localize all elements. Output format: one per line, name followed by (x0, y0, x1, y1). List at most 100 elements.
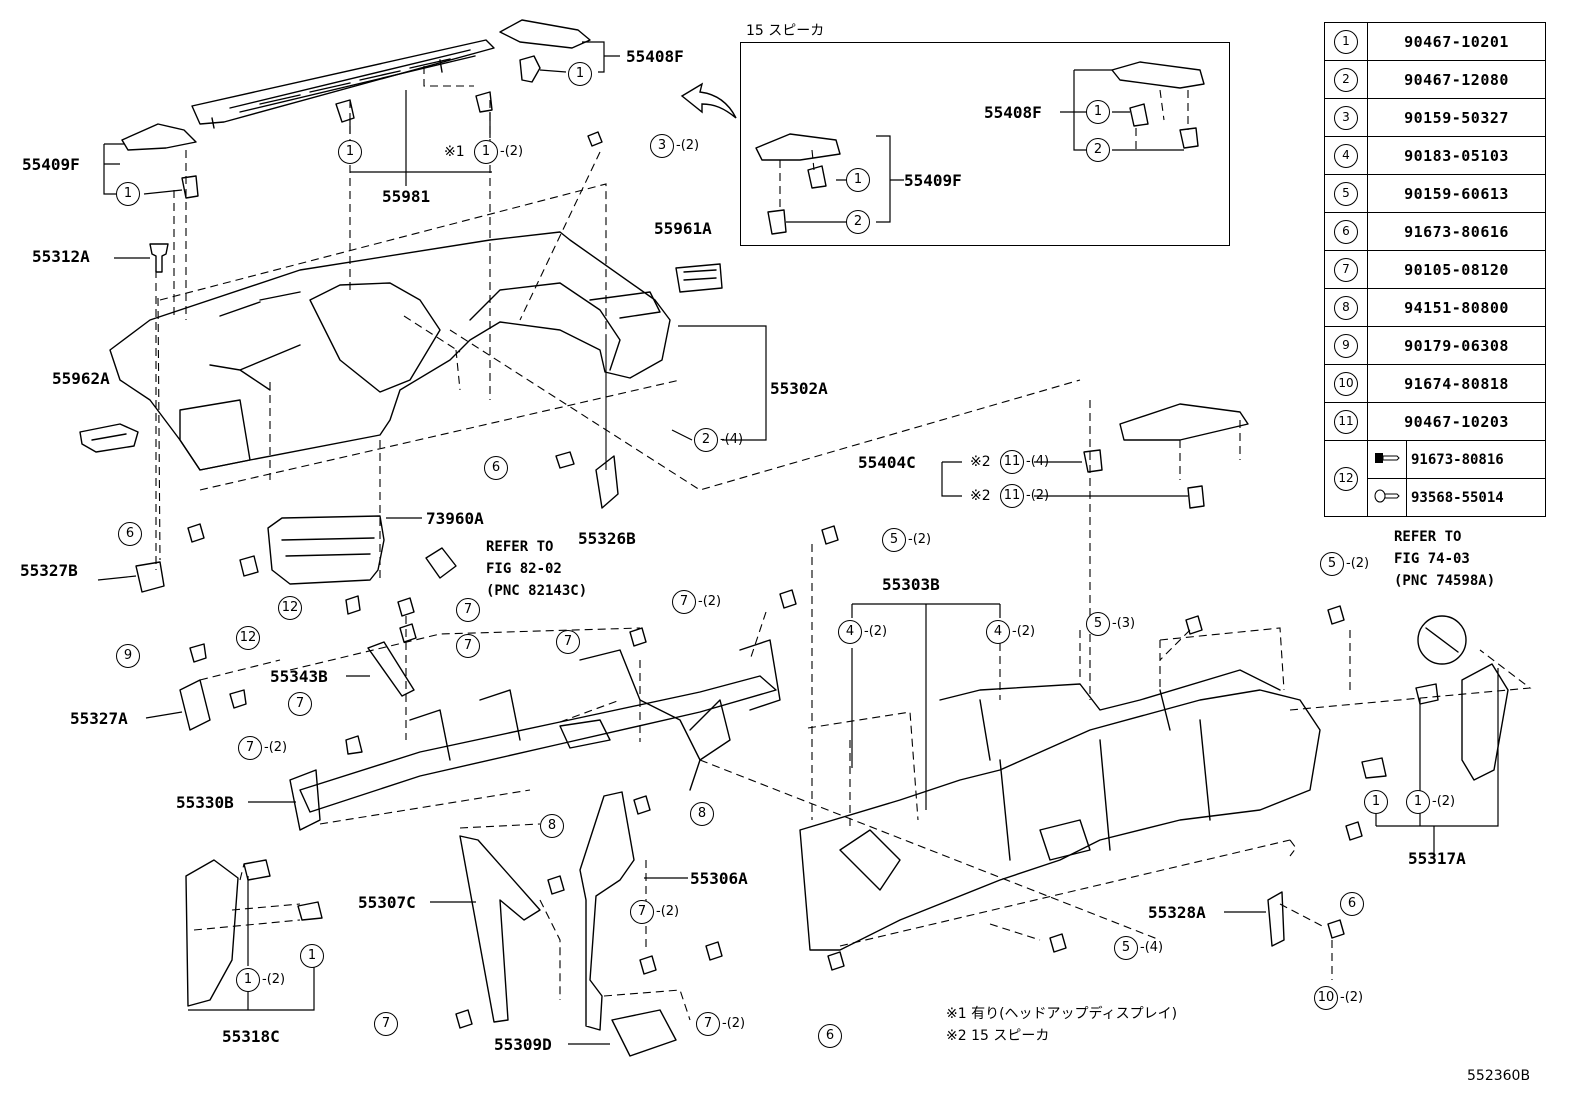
callout-circle[interactable]: 1 (1406, 790, 1430, 814)
part-number[interactable]: 90105-08120 (1367, 250, 1546, 289)
quantity-label: -(2) (656, 904, 680, 919)
callout-circle[interactable]: 5 (882, 528, 906, 552)
callout-circle[interactable]: 1 (116, 182, 140, 206)
callout-circle[interactable]: 1 (236, 968, 260, 992)
callout-circle[interactable]: 8 (690, 802, 714, 826)
callout-circle[interactable]: 7 (374, 1012, 398, 1036)
screw-icon (1367, 440, 1407, 479)
part-label-55961a[interactable]: 55961A (654, 219, 712, 238)
part-label-55962a[interactable]: 55962A (52, 369, 110, 388)
part-number[interactable]: 91673-80616 (1367, 212, 1546, 251)
callout-circle[interactable]: 4 (986, 620, 1010, 644)
callout-circle[interactable]: 6 (484, 456, 508, 480)
quantity-label: -(2) (908, 532, 932, 547)
quantity-label: -(2) (262, 972, 286, 987)
part-label-55309d[interactable]: 55309D (494, 1035, 552, 1054)
callout-circle[interactable]: 7 (456, 598, 480, 622)
inset-part-label-55409f[interactable]: 55409F (904, 171, 962, 190)
parts-table-ref: 12 (1324, 440, 1368, 517)
callout-circle[interactable]: 11 (1000, 484, 1024, 508)
callout-circle[interactable]: 1 (1086, 100, 1110, 124)
callout-circle[interactable]: 5 (1086, 612, 1110, 636)
part-number[interactable]: 93568-55014 (1406, 478, 1546, 517)
callout-circle[interactable]: 11 (1000, 450, 1024, 474)
part-label-55326b[interactable]: 55326B (578, 529, 636, 548)
parts-table-row: 9 90179-06308 (1324, 326, 1546, 365)
part-number[interactable]: 90179-06308 (1367, 326, 1546, 365)
callout-circle[interactable]: 2 (846, 210, 870, 234)
part-label-55303b[interactable]: 55303B (882, 575, 940, 594)
quantity-label: -(3) (1112, 616, 1136, 631)
part-number[interactable]: 91674-80818 (1367, 364, 1546, 403)
part-label-55302a[interactable]: 55302A (770, 379, 828, 398)
footnote-1: ※1 有り(ヘッドアップディスプレイ) (946, 1006, 1178, 1022)
quantity-label: -(2) (1432, 794, 1456, 809)
part-number[interactable]: 91673-80816 (1406, 440, 1546, 479)
part-label-55330b[interactable]: 55330B (176, 793, 234, 812)
callout-circle[interactable]: 3 (650, 134, 674, 158)
parts-table-ref: 1 (1324, 22, 1368, 61)
callout-circle[interactable]: 1 (568, 62, 592, 86)
part-number[interactable]: 90159-50327 (1367, 98, 1546, 137)
part-number[interactable]: 90467-10203 (1367, 402, 1546, 441)
callout-circle[interactable]: 8 (540, 814, 564, 838)
cover-55409f (121, 123, 199, 199)
part-label-55327b[interactable]: 55327B (20, 561, 78, 580)
callout-circle[interactable]: 9 (116, 644, 140, 668)
bolts (187, 451, 1363, 1029)
quantity-label: -(4) (720, 432, 744, 447)
ref-number-circle: 3 (1334, 105, 1358, 130)
part-number[interactable]: 90467-10201 (1367, 22, 1546, 61)
part-label-55306a[interactable]: 55306A (690, 869, 748, 888)
part-label-55409f[interactable]: 55409F (22, 155, 80, 174)
part-label-55318c[interactable]: 55318C (222, 1027, 280, 1046)
callout-circle[interactable]: 1 (474, 140, 498, 164)
callout-circle[interactable]: 6 (118, 522, 142, 546)
inset-part-label-55408f[interactable]: 55408F (984, 103, 1042, 122)
callout-circle[interactable]: 7 (630, 900, 654, 924)
part-number[interactable]: 90159-60613 (1367, 174, 1546, 213)
part-label-55343b[interactable]: 55343B (270, 667, 328, 686)
parts-table-ref: 9 (1324, 326, 1368, 365)
lower-dashboard (799, 669, 1321, 951)
callout-circle[interactable]: 7 (556, 630, 580, 654)
parts-table-row: 93568-55014 (1325, 478, 1546, 517)
callout-circle[interactable]: 5 (1320, 552, 1344, 576)
callout-circle[interactable]: 7 (456, 634, 480, 658)
callout-circle[interactable]: 6 (818, 1024, 842, 1048)
part-label-55317a[interactable]: 55317A (1408, 849, 1466, 868)
callout-circle[interactable]: 5 (1114, 936, 1138, 960)
callout-circle[interactable]: 1 (1364, 790, 1388, 814)
footnote-2: ※2 15 スピーカ (946, 1028, 1050, 1044)
callout-circle[interactable]: 7 (238, 736, 262, 760)
callout-circle[interactable]: 12 (236, 626, 260, 650)
part-label-73960a[interactable]: 73960A (426, 509, 484, 528)
callout-circle[interactable]: 2 (1086, 138, 1110, 162)
part-number[interactable]: 90183-05103 (1367, 136, 1546, 175)
callout-circle[interactable]: 7 (672, 590, 696, 614)
part-label-55408f[interactable]: 55408F (626, 47, 684, 66)
callout-circle[interactable]: 7 (696, 1012, 720, 1036)
part-number[interactable]: 94151-80800 (1367, 288, 1546, 327)
callout-circle[interactable]: 1 (338, 140, 362, 164)
callout-circle[interactable]: 12 (278, 596, 302, 620)
part-label-55312a[interactable]: 55312A (32, 247, 90, 266)
part-label-55327a[interactable]: 55327A (70, 709, 128, 728)
ref-number-circle: 9 (1334, 333, 1358, 358)
callout-circle[interactable]: 6 (1340, 892, 1364, 916)
callout-circle[interactable]: 4 (838, 620, 862, 644)
part-label-55404c[interactable]: 55404C (858, 453, 916, 472)
callout-circle[interactable]: 2 (694, 428, 718, 452)
part-number[interactable]: 90467-12080 (1367, 60, 1546, 99)
part-label-55981[interactable]: 55981 (382, 187, 431, 206)
callout-circle[interactable]: 1 (300, 944, 324, 968)
callout-circle[interactable]: 7 (288, 692, 312, 716)
callout-circle[interactable]: 1 (846, 168, 870, 192)
part-label-55328a[interactable]: 55328A (1148, 903, 1206, 922)
part-label-55307c[interactable]: 55307C (358, 893, 416, 912)
callout-circle[interactable]: 10 (1314, 986, 1338, 1010)
